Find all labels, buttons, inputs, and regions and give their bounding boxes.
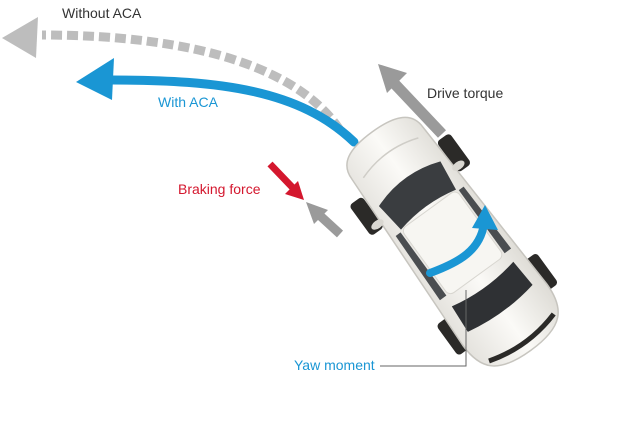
with-aca-line (107, 75, 359, 147)
mirror-left (371, 219, 384, 230)
braking-force-arrow-icon (267, 161, 344, 238)
without-aca-arrowhead-icon (2, 17, 38, 58)
hood-line (362, 137, 419, 179)
mirror-right (452, 160, 465, 171)
windshield (378, 161, 456, 230)
drive-torque-arrow-icon (378, 64, 447, 138)
yaw-moment-label: Yaw moment (294, 357, 375, 373)
drive-torque-label: Drive torque (427, 85, 504, 101)
with-aca-arrowhead-icon (76, 58, 114, 100)
braking-force-label: Braking force (178, 181, 261, 197)
with-aca-path (76, 58, 359, 147)
without-aca-path (2, 17, 344, 133)
yaw-moment-leader-line (380, 290, 467, 367)
without-aca-label: Without ACA (62, 5, 142, 21)
rear-window (451, 261, 533, 332)
tyre-rear-left (437, 317, 470, 355)
side-window-left (395, 232, 447, 301)
with-aca-label: With ACA (158, 94, 218, 110)
rear-bumper (488, 312, 556, 364)
yaw-moment-arrow-icon (426, 205, 498, 277)
car-top-view-icon (346, 116, 559, 367)
without-aca-dashed-line (41, 30, 344, 133)
tyre-rear-right (524, 254, 557, 292)
